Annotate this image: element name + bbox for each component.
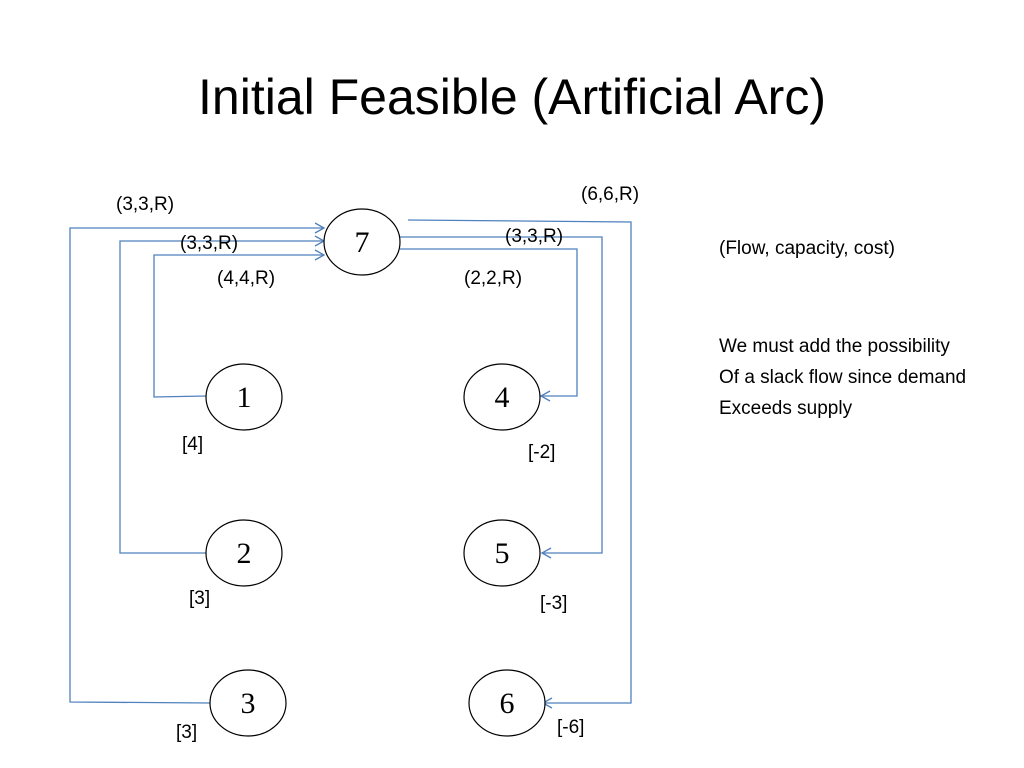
node-4 [463, 363, 541, 431]
node-2 [205, 519, 283, 587]
note-line-2: Of a slack flow since demand [719, 367, 967, 388]
node-2-label: 2 [237, 537, 252, 570]
arc-3-to-7 [69, 222, 326, 704]
node-6-label: 6 [500, 687, 515, 720]
arc-1-7-label: (4,4,R) [217, 268, 275, 289]
arc-2-7-label: (3,3,R) [180, 233, 238, 254]
node-5-label: 5 [495, 537, 510, 570]
slide-title: Initial Feasible (Artificial Arc) [198, 69, 826, 125]
node-1 [205, 363, 283, 431]
node-3-label: 3 [241, 687, 256, 720]
arc-7-to-6 [407, 219, 632, 709]
node-3 [209, 669, 287, 737]
node-4-value: [-2] [528, 442, 555, 463]
arc-7-4-label: (2,2,R) [464, 268, 522, 289]
node-4-label: 4 [495, 381, 510, 414]
node-7-label: 7 [355, 226, 370, 259]
arc-2-to-7 [119, 235, 326, 554]
node-3-value: [3] [176, 722, 197, 743]
arc-7-to-5 [400, 236, 603, 559]
arc-3-7-label: (3,3,R) [116, 194, 174, 215]
node-1-label: 1 [237, 381, 252, 414]
arc-7-5-label: (3,3,R) [505, 226, 563, 247]
arc-1-to-7 [153, 249, 326, 398]
legend-text: (Flow, capacity, cost) [719, 238, 895, 259]
node-1-value: [4] [182, 434, 203, 455]
node-6 [468, 669, 546, 737]
note-line-3: Exceeds supply [719, 398, 853, 419]
arc-7-6-label: (6,6,R) [581, 184, 639, 205]
node-2-value: [3] [189, 588, 210, 609]
node-5 [463, 519, 541, 587]
node-7 [323, 208, 401, 276]
node-5-value: [-3] [540, 593, 567, 614]
node-6-value: [-6] [557, 717, 584, 738]
arc-7-to-4 [400, 248, 578, 402]
note-line-1: We must add the possibility [719, 336, 950, 357]
